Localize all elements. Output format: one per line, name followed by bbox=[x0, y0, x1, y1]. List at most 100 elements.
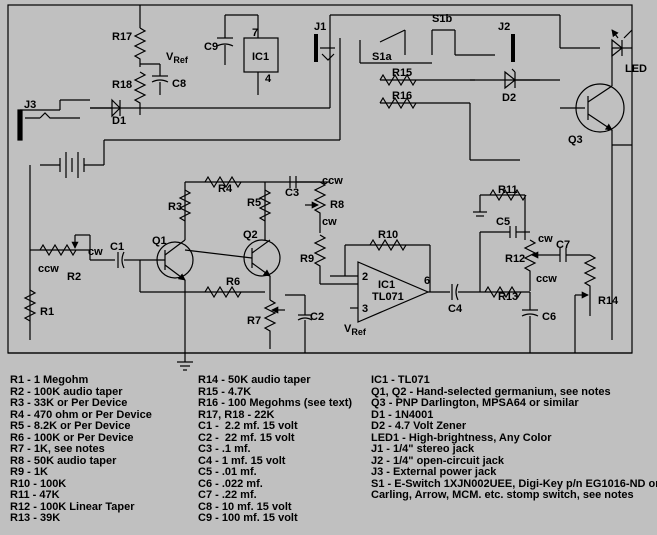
resistor-r3 bbox=[178, 189, 192, 222]
parts-list-line: R7 - 1K, see notes bbox=[10, 443, 105, 455]
label-pin3: 3 bbox=[362, 303, 368, 315]
parts-list-line: C9 - 100 mf. 15 volt bbox=[198, 512, 298, 524]
resistor-r17 bbox=[133, 27, 147, 67]
label-d2: D2 bbox=[502, 92, 516, 104]
label-pin7: 7 bbox=[252, 27, 258, 39]
label-r5: R5 bbox=[247, 197, 261, 209]
label-ic1-top: IC1 bbox=[252, 51, 269, 63]
parts-list-line: R2 - 100K audio taper bbox=[10, 385, 123, 398]
label-r13: R13 bbox=[498, 291, 518, 303]
parts-list-line: R1 - 1 Megohm bbox=[10, 374, 89, 386]
battery-symbol bbox=[40, 152, 104, 178]
potentiometer-r7 bbox=[263, 299, 277, 349]
label-q3: Q3 bbox=[568, 134, 583, 146]
label-ccw-r12: ccw bbox=[536, 273, 557, 285]
parts-list-line: Q1, Q2 - Hand-selected germanium, see no… bbox=[371, 385, 611, 398]
parts-list-line: C6 - .022 mf. bbox=[198, 477, 263, 490]
parts-list-line: C1 - 2.2 mf. 15 volt bbox=[198, 420, 298, 432]
parts-list-line: D1 - 1N4001 bbox=[371, 408, 434, 421]
label-d1: D1 bbox=[112, 115, 126, 127]
resistor-r13 bbox=[484, 285, 522, 299]
ic1-regulator-box bbox=[243, 37, 279, 73]
label-r7: R7 bbox=[247, 315, 261, 327]
parts-list-line: LED1 - High-brightness, Any Color bbox=[371, 431, 552, 444]
parts-list-line: R10 - 100K bbox=[10, 477, 67, 490]
label-cw-r2: cw bbox=[88, 246, 103, 258]
parts-list-line: D2 - 4.7 Volt Zener bbox=[371, 420, 467, 432]
parts-list-line: C2 - 22 mf. 15 volt bbox=[198, 431, 295, 444]
opamp-ic1 bbox=[357, 261, 430, 323]
parts-list-line: IC1 - TL071 bbox=[371, 374, 430, 386]
label-ic1-opamp: IC1 bbox=[378, 279, 395, 291]
label-c3: C3 bbox=[285, 187, 299, 199]
label-r6: R6 bbox=[226, 276, 240, 288]
label-j2: J2 bbox=[498, 21, 510, 33]
label-r9: R9 bbox=[300, 253, 314, 265]
label-r15: R15 bbox=[392, 67, 412, 79]
resistor-r10 bbox=[369, 238, 407, 252]
label-r10: R10 bbox=[378, 229, 398, 241]
parts-list-line: J3 - External power jack bbox=[371, 466, 497, 478]
parts-list-line: S1 - E-Switch 1XJN002UEE, Digi-Key p/n E… bbox=[371, 477, 657, 490]
label-led: LED bbox=[625, 63, 647, 75]
label-cw-r8: cw bbox=[322, 216, 337, 228]
label-r14: R14 bbox=[598, 295, 619, 307]
parts-list-line: R13 - 39K bbox=[10, 512, 61, 524]
resistor-r1 bbox=[23, 289, 37, 322]
label-q2: Q2 bbox=[243, 229, 258, 241]
parts-list-line: R8 - 50K audio taper bbox=[10, 454, 117, 467]
label-pin4: 4 bbox=[265, 73, 272, 85]
parts-list-line: R15 - 4.7K bbox=[198, 385, 252, 398]
resistor-r15 bbox=[379, 73, 417, 87]
parts-list-line: R16 - 100 Megohms (see text) bbox=[198, 397, 353, 409]
parts-list-line: C3 - .1 mf. bbox=[198, 443, 251, 455]
parts-list-line: R4 - 470 ohm or Per Device bbox=[10, 408, 152, 421]
label-c8: C8 bbox=[172, 78, 186, 90]
label-c6: C6 bbox=[542, 311, 556, 323]
label-s1b: S1b bbox=[432, 13, 452, 25]
resistor-r6 bbox=[204, 285, 242, 299]
parts-list-line: Carling, Arrow, MCM. etc. stomp switch, … bbox=[371, 489, 634, 501]
label-r17: R17 bbox=[112, 31, 132, 43]
resistor-r4 bbox=[204, 175, 242, 189]
label-q1: Q1 bbox=[152, 235, 167, 247]
parts-list-line: R17, R18 - 22K bbox=[198, 408, 275, 421]
transistor-q2 bbox=[243, 239, 281, 277]
label-r2: R2 bbox=[67, 271, 81, 283]
label-j1: J1 bbox=[314, 21, 326, 33]
parts-list-line: R11 - 47K bbox=[10, 489, 60, 501]
label-r12: R12 bbox=[505, 253, 525, 265]
parts-list-line: Q3 - PNP Darlington, MPSA64 or similar bbox=[371, 397, 579, 409]
potentiometer-r12 bbox=[523, 239, 537, 291]
label-pin6: 6 bbox=[424, 275, 430, 287]
parts-list-line: C8 - 10 mf. 15 volt bbox=[198, 500, 292, 513]
resistor-r9 bbox=[313, 234, 327, 284]
parts-list-line: J1 - 1/4" stereo jack bbox=[371, 443, 475, 455]
parts-list-line: R14 - 50K audio taper bbox=[198, 374, 311, 386]
outer-frame bbox=[7, 4, 633, 354]
potentiometer-r2 bbox=[39, 243, 77, 257]
label-s1a: S1a bbox=[372, 51, 392, 63]
label-c5: C5 bbox=[496, 216, 510, 228]
parts-list-line: R3 - 33K or Per Device bbox=[10, 397, 128, 409]
label-r4: R4 bbox=[218, 183, 233, 195]
label-cw-r12: cw bbox=[538, 233, 553, 245]
label-r1: R1 bbox=[40, 306, 54, 318]
parts-list-line: C5 - .01 mf. bbox=[198, 466, 257, 478]
parts-list-line: R12 - 100K Linear Taper bbox=[10, 500, 135, 513]
label-r11: R11 bbox=[498, 184, 518, 196]
label-ccw-r2: ccw bbox=[38, 263, 59, 275]
label-c9: C9 bbox=[204, 41, 218, 53]
parts-list-line: J2 - 1/4" open-circuit jack bbox=[371, 454, 504, 467]
parts-list-line: R6 - 100K or Per Device bbox=[10, 431, 134, 444]
label-r16: R16 bbox=[392, 90, 412, 102]
label-c2: C2 bbox=[310, 311, 324, 323]
label-tl071: TL071 bbox=[372, 291, 404, 303]
resistor-r11 bbox=[489, 188, 527, 202]
potentiometer-r14 bbox=[583, 254, 597, 316]
resistor-r18 bbox=[133, 71, 147, 115]
